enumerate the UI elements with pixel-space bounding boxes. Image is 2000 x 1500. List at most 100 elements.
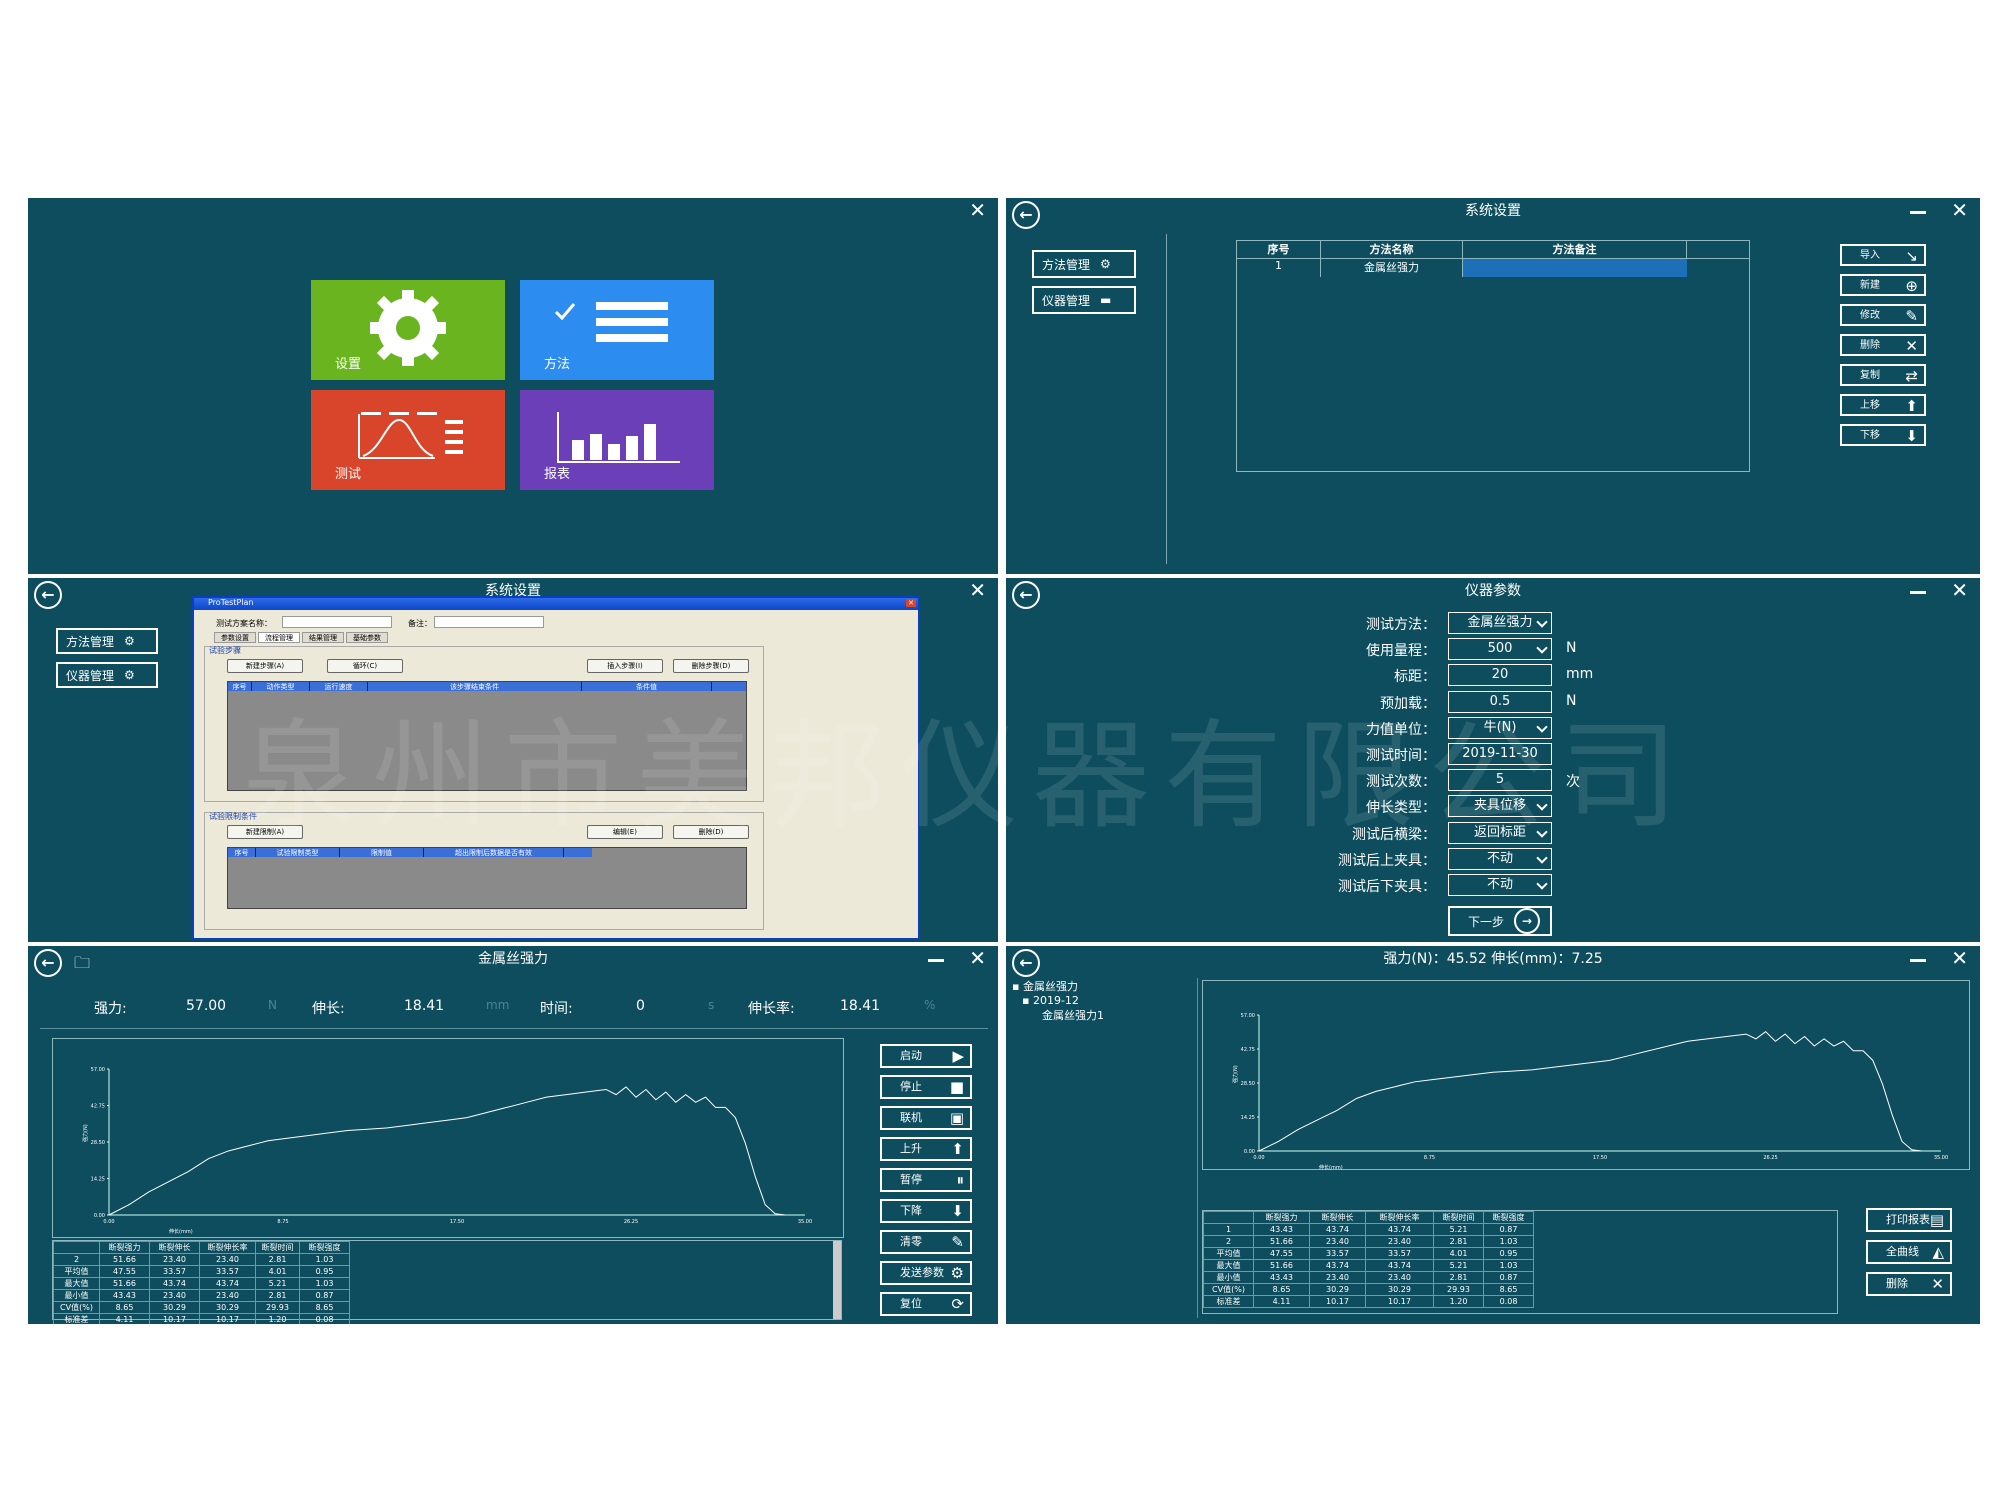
table-cell: 43.43 (1253, 1271, 1310, 1284)
delete-step-button[interactable]: 删除步骤(D) (673, 659, 749, 673)
method-manage-button[interactable]: 方法管理⚙ (56, 628, 158, 654)
tile-report[interactable]: 报表 (520, 390, 714, 490)
control-button[interactable]: 联机▣ (880, 1106, 972, 1130)
table-cell: 1.20 (255, 1313, 300, 1324)
control-button[interactable]: 启动▶ (880, 1044, 972, 1068)
method-action-button[interactable]: 上移⬆ (1840, 394, 1926, 416)
scrollbar[interactable] (833, 1241, 841, 1319)
window-close-icon[interactable]: ✕ (906, 599, 916, 607)
close-icon[interactable]: ✕ (1951, 578, 1968, 602)
param-input[interactable]: 0.5 (1448, 690, 1552, 713)
report-action-button[interactable]: 删除✕ (1866, 1272, 1952, 1296)
param-label: 标距： (1394, 669, 1436, 686)
control-button[interactable]: 上升⬆ (880, 1137, 972, 1161)
control-button[interactable]: 停止■ (880, 1075, 972, 1099)
param-select[interactable]: 不动 (1448, 874, 1552, 896)
tree-view[interactable]: ▪ 金属丝强力 ▪ 2019-12 金属丝强力1 (1012, 978, 1198, 1318)
param-input[interactable]: 20 (1448, 664, 1552, 687)
edit-limit-button[interactable]: 编辑(E) (587, 825, 663, 839)
close-icon[interactable]: ✕ (969, 946, 986, 970)
param-select[interactable]: 500 (1448, 638, 1552, 661)
limit-grid[interactable]: 序号 试验限制类型 限制值 超出限制后数据是否有效 (227, 847, 747, 909)
instrument-manage-button[interactable]: 仪器管理⚙ (56, 662, 158, 688)
table-row[interactable]: 1 金属丝强力 (1237, 259, 1749, 277)
insert-step-button[interactable]: 插入步骤(I) (587, 659, 663, 673)
tree-node[interactable]: 金属丝强力1 (1012, 1007, 1197, 1023)
method-action-button[interactable]: 下移⬇ (1840, 424, 1926, 446)
close-icon[interactable]: ✕ (969, 578, 986, 602)
back-icon[interactable]: ← (1012, 201, 1040, 229)
back-icon[interactable]: ← (34, 949, 62, 977)
y-tick-label: 0.00 (1244, 1149, 1255, 1155)
control-button[interactable]: 暂停⏸ (880, 1168, 972, 1192)
control-button[interactable]: 发送参数⚙ (880, 1261, 972, 1285)
param-input[interactable]: 5 (1448, 769, 1552, 792)
table-cell: 4.11 (99, 1313, 150, 1324)
loop-button[interactable]: 循环(C) (327, 659, 403, 673)
method-action-button[interactable]: 删除✕ (1840, 334, 1926, 356)
stat-value: 18.41 (840, 998, 881, 1014)
tree-node[interactable]: ▪ 2019-12 (1022, 994, 1079, 1007)
close-icon[interactable]: ✕ (1951, 198, 1968, 222)
minimize-icon[interactable] (1910, 950, 1926, 962)
method-action-button[interactable]: 修改✎ (1840, 304, 1926, 326)
tree-node[interactable]: ▪ 金属丝强力 (1012, 980, 1078, 993)
instrument-manage-button[interactable]: 仪器管理▬ (1032, 286, 1136, 314)
param-select[interactable]: 牛(N) (1448, 716, 1552, 739)
next-step-button[interactable]: 下一步→ (1448, 906, 1552, 936)
control-button[interactable]: 复位⟳ (880, 1292, 972, 1316)
report-action-button[interactable]: 打印报表▤ (1866, 1208, 1952, 1232)
tab-1[interactable]: 流程管理 (258, 632, 300, 643)
close-icon[interactable]: ✕ (969, 198, 986, 222)
new-limit-button[interactable]: 新建限制(A) (227, 825, 303, 839)
back-icon[interactable]: ← (1012, 581, 1040, 609)
method-manage-button[interactable]: 方法管理⚙ (1032, 250, 1136, 278)
param-select[interactable]: 不动 (1448, 847, 1552, 870)
param-select[interactable]: 返回标距 (1448, 821, 1552, 844)
close-icon[interactable]: ✕ (1951, 946, 1968, 970)
method-action-button[interactable]: 复制⇄ (1840, 364, 1926, 386)
method-action-button[interactable]: 新建⊕ (1840, 274, 1926, 296)
table-cell: 0.87 (1483, 1271, 1534, 1284)
minimize-icon[interactable] (928, 950, 944, 962)
tile-settings[interactable]: 设置 (311, 280, 505, 380)
control-button[interactable]: 清零✎ (880, 1230, 972, 1254)
tab-0[interactable]: 参数设置 (214, 632, 256, 643)
folder-icon[interactable]: 🗀 (74, 953, 91, 972)
group-label: 试验步骤 (209, 646, 241, 655)
report-action-button[interactable]: 全曲线◭ (1866, 1240, 1952, 1264)
method-action-button[interactable]: 导入↘ (1840, 244, 1926, 266)
x-tick-label: 0.00 (103, 1219, 114, 1225)
param-select[interactable]: 夹具位移 (1448, 795, 1552, 818)
back-icon[interactable]: ← (1012, 949, 1040, 977)
note-input[interactable] (434, 616, 544, 628)
scheme-name-input[interactable] (282, 616, 392, 628)
tile-method[interactable]: 方法 (520, 280, 714, 380)
tab-3[interactable]: 基础参数 (346, 632, 388, 643)
new-step-button[interactable]: 新建步骤(A) (227, 659, 303, 673)
control-button[interactable]: 下降⬇ (880, 1199, 972, 1223)
tile-test[interactable]: 测试 (311, 390, 505, 490)
back-icon[interactable]: ← (34, 581, 62, 609)
minimize-icon[interactable] (1910, 202, 1926, 214)
button-label: 仪器管理 (1042, 293, 1091, 308)
param-select[interactable]: 金属丝强力 (1448, 612, 1552, 634)
delete-limit-button[interactable]: 删除(D) (673, 825, 749, 839)
minimize-icon[interactable] (1910, 582, 1926, 594)
param-input[interactable]: 2019-11-30 (1448, 743, 1552, 765)
steps-grid[interactable]: 序号 动作类型 运行速度 该步骤结束条件 条件值 (227, 681, 747, 791)
tab-2[interactable]: 结果管理 (302, 632, 344, 643)
